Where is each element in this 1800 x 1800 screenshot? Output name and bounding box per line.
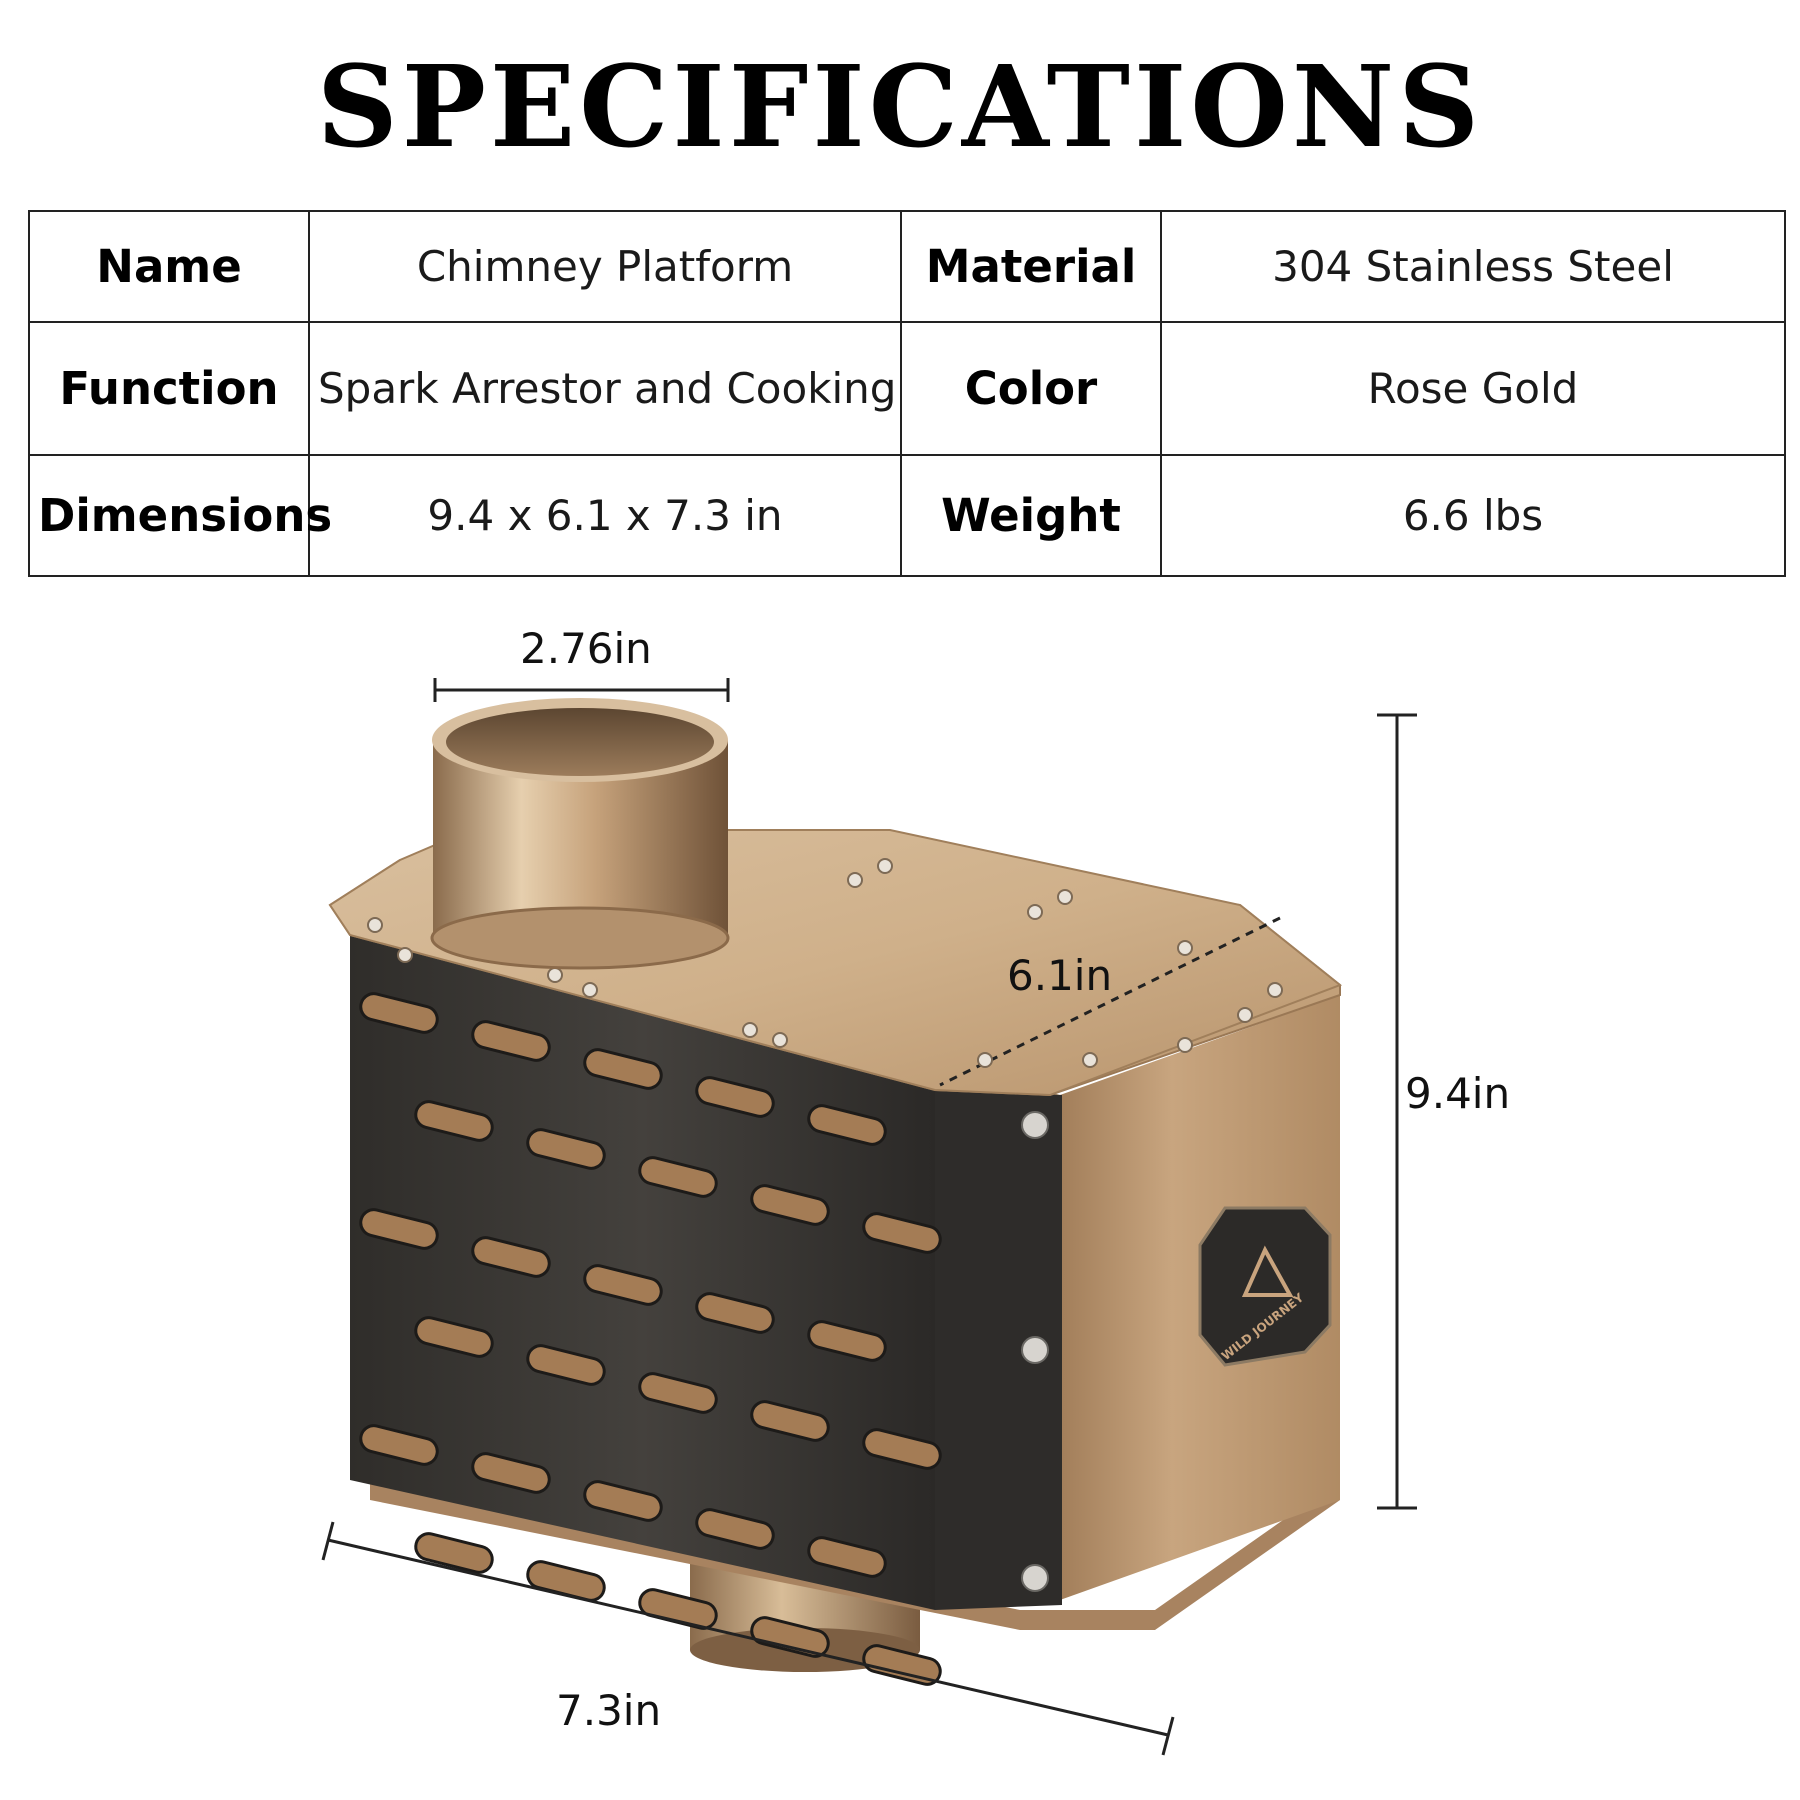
vent-slot [583, 1480, 663, 1522]
vent-slot [526, 1344, 606, 1386]
vent-slot [414, 1100, 494, 1142]
vent-slot [638, 1372, 718, 1414]
vent-slot [359, 1208, 439, 1250]
chimney-pipe [430, 698, 730, 970]
specifications-table: Name Chimney Platform Material 304 Stain… [28, 210, 1786, 577]
chimney-platform-product-illustration: WILD JOURNEY [321, 678, 1417, 1756]
vent-slot [695, 1076, 775, 1118]
length-label: 7.3in [556, 1686, 662, 1735]
vent-slot [471, 1452, 551, 1494]
spec-value-weight: 6.6 lbs [1160, 454, 1786, 577]
vent-slot [750, 1616, 830, 1658]
spec-value-color: Rose Gold [1160, 321, 1786, 456]
vent-slot [414, 1532, 494, 1574]
spec-label-name: Name [28, 210, 310, 323]
pipe-diameter-label: 2.76in [520, 624, 652, 673]
page-title: SPECIFICATIONS [316, 42, 1484, 173]
screws [367, 858, 1283, 1068]
vent-slot [862, 1644, 942, 1686]
depth-dimension-line [939, 916, 1281, 1087]
vent-slot [638, 1156, 718, 1198]
perforated-panel [350, 935, 935, 1610]
vent-slot [359, 992, 439, 1034]
vent-slot [471, 1236, 551, 1278]
table-row: Name Chimney Platform Material 304 Stain… [28, 210, 1786, 323]
vent-slot [862, 1428, 942, 1470]
vent-slot [807, 1320, 887, 1362]
vent-slot [750, 1400, 830, 1442]
vent-slot [807, 1104, 887, 1146]
length-dimension [321, 1521, 1175, 1756]
spec-value-name: Chimney Platform [308, 210, 902, 323]
spec-label-color: Color [900, 321, 1162, 456]
panel-rivets [1021, 1111, 1049, 1592]
vent-slot [862, 1212, 942, 1254]
vent-slots [359, 992, 942, 1686]
vent-slot [695, 1508, 775, 1550]
height-dimension [1377, 713, 1417, 1510]
spec-value-function: Spark Arrestor and Cooking [308, 321, 902, 456]
vent-slot [526, 1128, 606, 1170]
spec-label-weight: Weight [900, 454, 1162, 577]
spec-value-material: 304 Stainless Steel [1160, 210, 1786, 323]
vent-slot [695, 1292, 775, 1334]
vent-slot [750, 1184, 830, 1226]
spec-label-function: Function [28, 321, 310, 456]
brand-logo-plate: WILD JOURNEY [1198, 1206, 1332, 1367]
pipe-diameter-dimension [433, 678, 730, 702]
mountain-logo-icon [1241, 1245, 1294, 1297]
vent-slot [471, 1020, 551, 1062]
vent-slot [414, 1316, 494, 1358]
vent-slot [359, 1424, 439, 1466]
height-label: 9.4in [1405, 1069, 1511, 1118]
table-row: Dimensions 9.4 x 6.1 x 7.3 in Weight 6.6… [28, 454, 1786, 577]
vent-slot [807, 1536, 887, 1578]
spec-value-dimensions: 9.4 x 6.1 x 7.3 in [308, 454, 902, 577]
depth-label: 6.1in [1007, 951, 1113, 1000]
panel-end-cap [935, 1090, 1062, 1610]
vent-slot [583, 1264, 663, 1306]
spec-label-material: Material [900, 210, 1162, 323]
table-row: Function Spark Arrestor and Cooking Colo… [28, 321, 1786, 456]
vent-slot [583, 1048, 663, 1090]
spec-label-dimensions: Dimensions [28, 454, 332, 577]
